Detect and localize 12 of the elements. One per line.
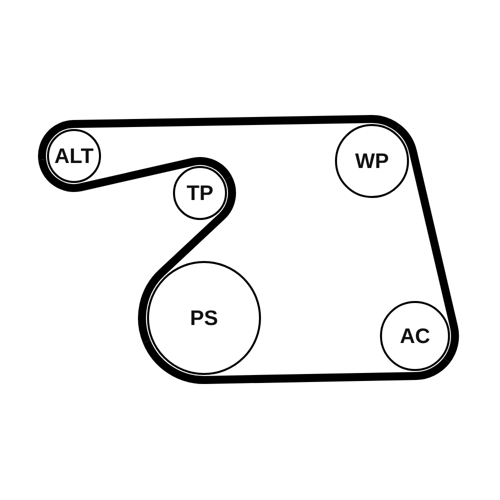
pulley-label: AC [400, 326, 430, 346]
pulley-label: PS [190, 308, 218, 328]
drive-belt [38, 157, 232, 192]
pulley-label: WP [355, 150, 389, 172]
drive-belt [38, 115, 400, 160]
pulley [47, 129, 101, 183]
drive-belt [142, 340, 450, 384]
drive-belt [138, 176, 236, 343]
pulley-label: ALT [54, 146, 94, 166]
pulley-label: TP [186, 182, 214, 204]
drive-belt [395, 124, 459, 363]
pulley [173, 166, 227, 220]
